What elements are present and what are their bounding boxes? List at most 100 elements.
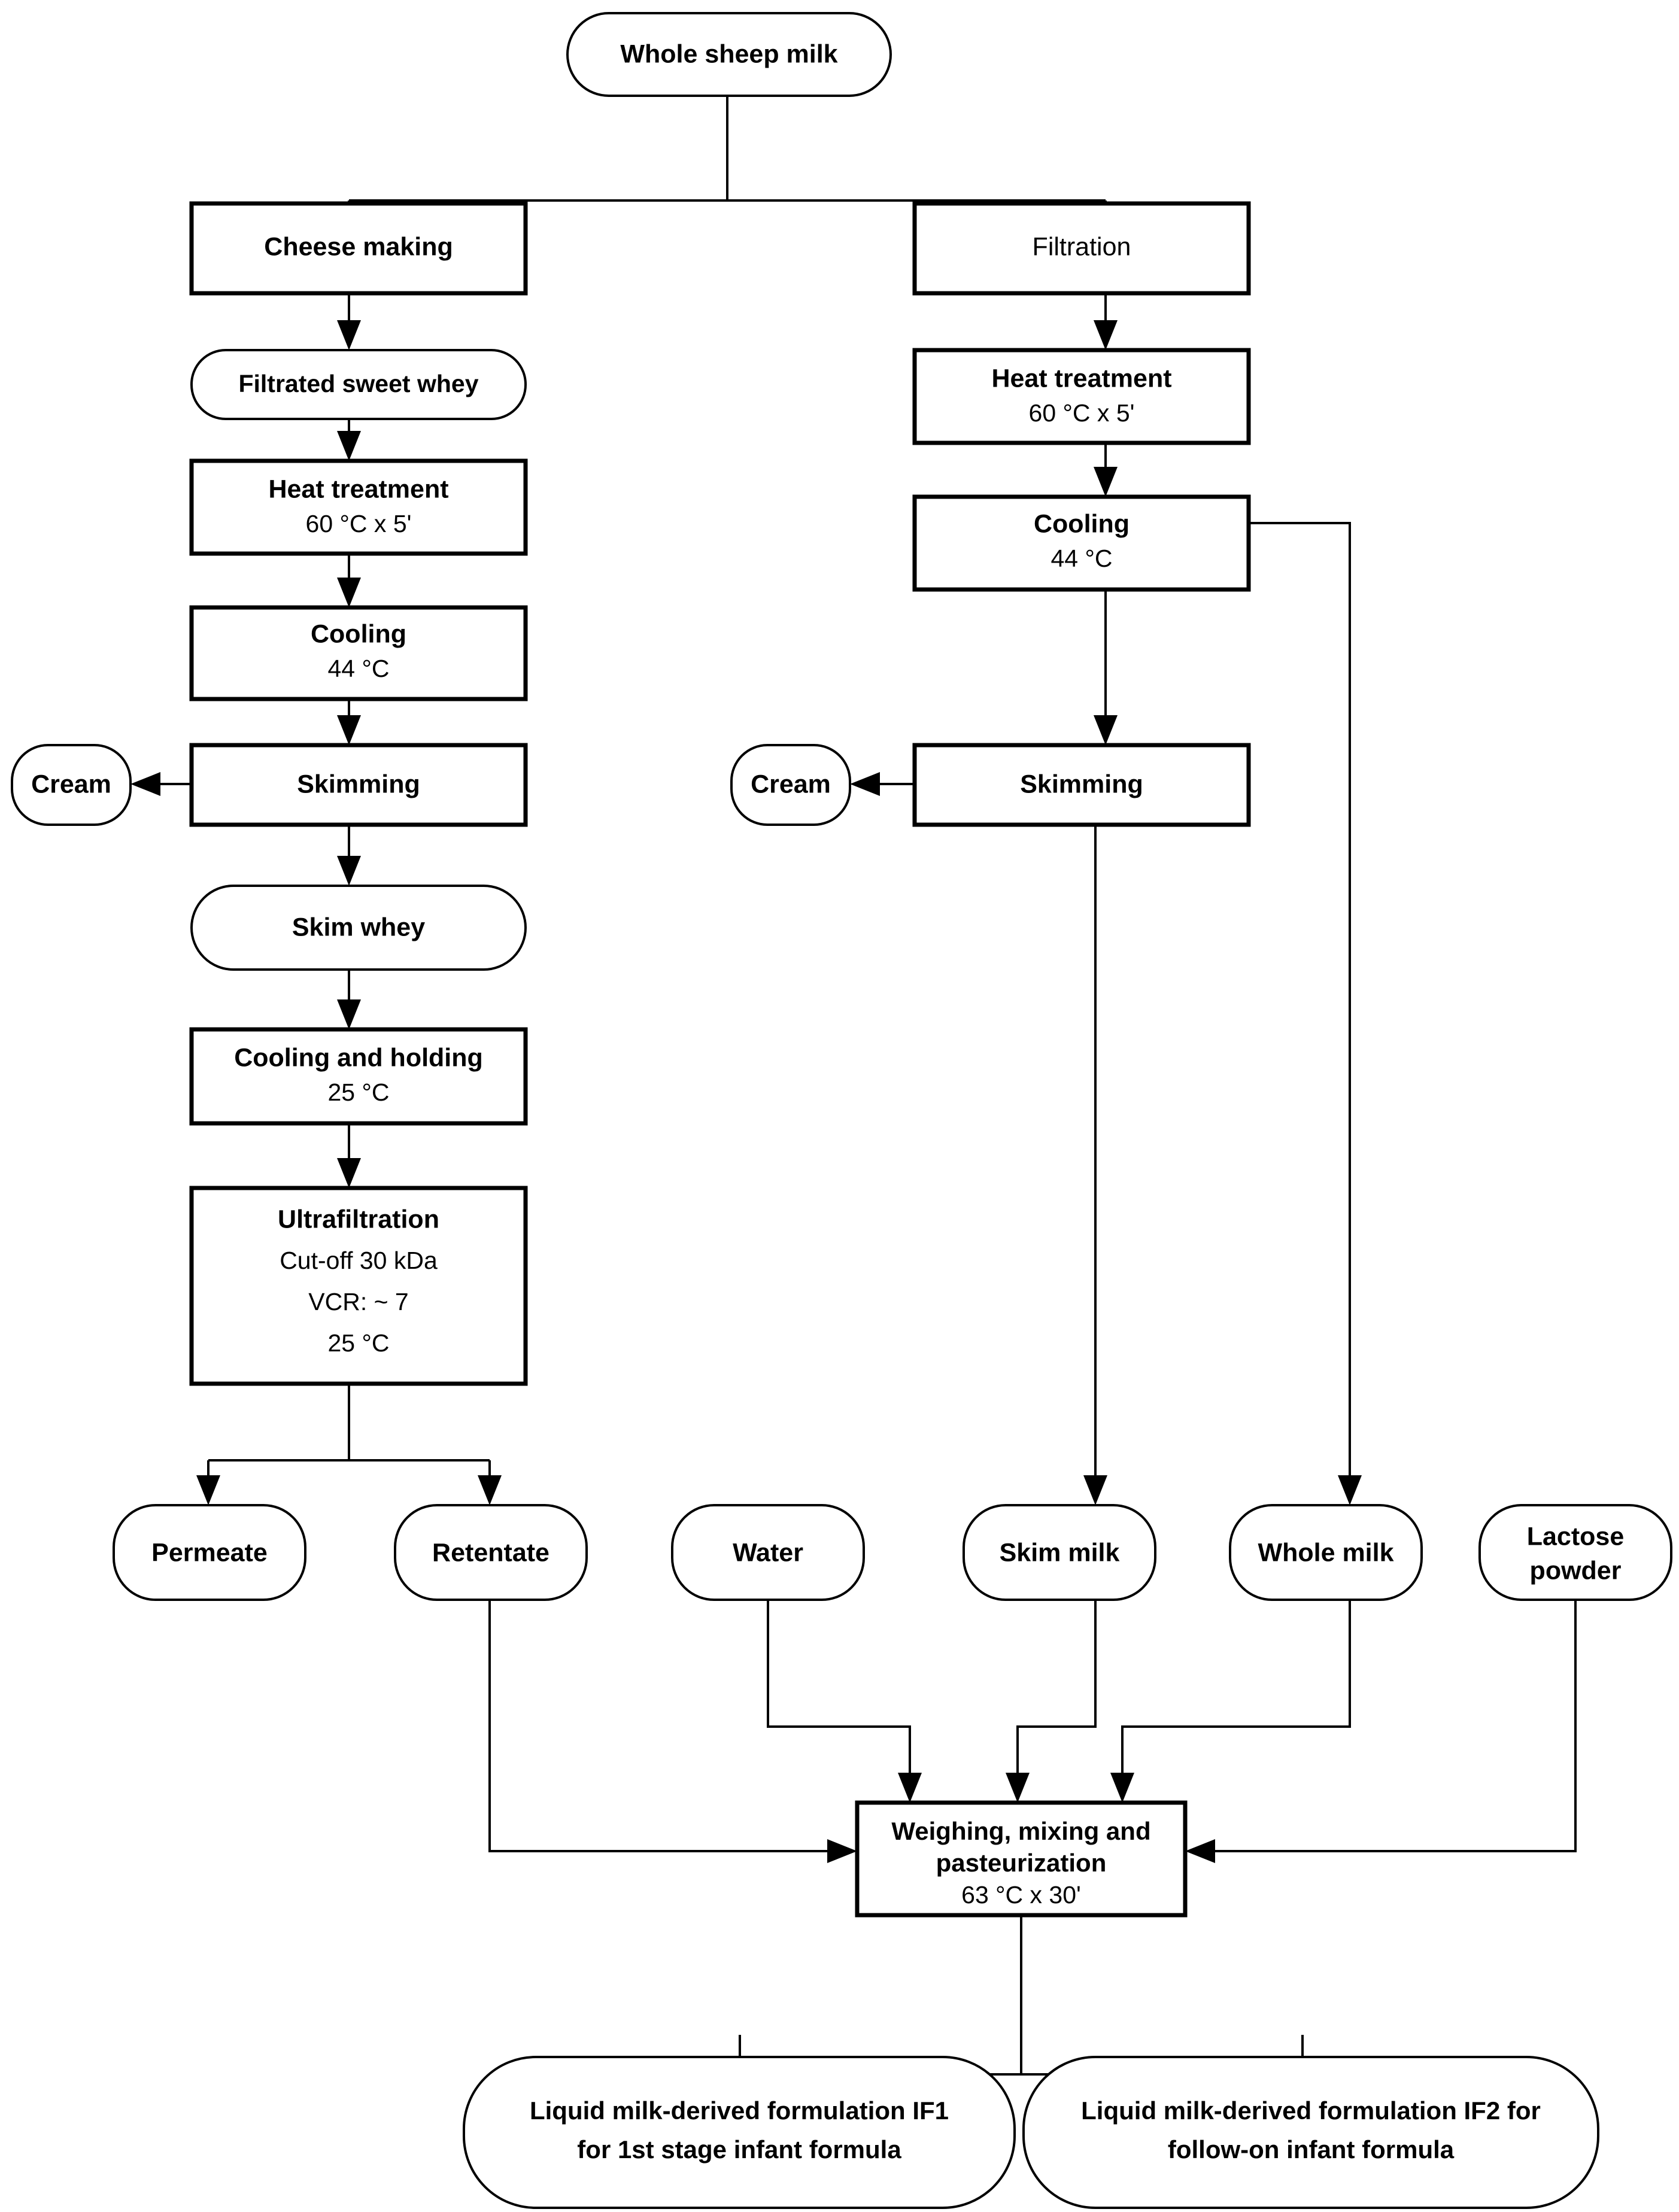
node-skimming-left[interactable]: Skimming <box>189 743 528 827</box>
arrowhead-to-filtrated-sweet-whey <box>337 320 361 350</box>
retentate-shape[interactable] <box>394 1504 588 1601</box>
lactose-powder-shape[interactable] <box>1478 1504 1672 1601</box>
weighing-mixing-label-line1: Weighing, mixing and <box>891 1817 1150 1845</box>
cream-right-shape[interactable] <box>730 744 851 826</box>
lactose-powder-label-line1: Lactose <box>1527 1522 1625 1551</box>
cooling-and-holding-label: Cooling and holding <box>234 1043 483 1072</box>
cooling-right-sublabel: 44 °C <box>1050 545 1112 572</box>
node-retentate[interactable]: Retentate <box>394 1504 588 1601</box>
edge-cooling-right-to-whole-milk <box>1249 522 1351 1487</box>
if1-shape[interactable] <box>463 2056 1016 2209</box>
node-heat-treatment-left[interactable]: Heat treatment 60 °C x 5' <box>189 458 528 556</box>
heat-treatment-left-sublabel: 60 °C x 5' <box>306 510 412 537</box>
arrowhead-water-into-weighing <box>898 1773 922 1803</box>
node-cooling-left[interactable]: Cooling 44 °C <box>189 605 528 701</box>
if2-label-line2: follow-on infant formula <box>1168 2135 1455 2164</box>
node-skim-whey[interactable]: Skim whey <box>190 885 527 971</box>
arrowhead-to-permeate <box>196 1475 220 1505</box>
node-if2[interactable]: Liquid milk-derived formulation IF2 for … <box>1022 2056 1599 2209</box>
cooling-and-holding-shape[interactable] <box>189 1027 528 1126</box>
permeate-label: Permeate <box>151 1538 268 1567</box>
filtration-shape[interactable] <box>912 201 1251 296</box>
cooling-left-shape[interactable] <box>189 605 528 701</box>
arrowhead-skim-milk-into-weighing <box>1006 1773 1030 1803</box>
cooling-right-label: Cooling <box>1034 509 1130 538</box>
heat-treatment-right-shape[interactable] <box>912 348 1251 445</box>
arrowhead-lactose-into-weighing <box>1185 1839 1215 1863</box>
arrowhead-to-skim-whey <box>337 856 361 886</box>
arrowhead-retentate-into-weighing <box>827 1839 857 1863</box>
node-lactose-powder[interactable]: Lactose powder <box>1478 1504 1672 1601</box>
water-label: Water <box>733 1538 803 1567</box>
edge-water-to-weighing <box>767 1600 911 1783</box>
arrowhead-to-whole-milk <box>1338 1475 1362 1505</box>
edge-whole-milk-to-weighing <box>1121 1600 1351 1783</box>
skim-whey-shape[interactable] <box>190 885 527 971</box>
cream-left-label: Cream <box>31 770 111 798</box>
ultrafiltration-cutoff: Cut-off 30 kDa <box>280 1247 438 1274</box>
heat-treatment-left-shape[interactable] <box>189 458 528 556</box>
edge-whole-sheep-milk-split <box>348 96 1107 221</box>
weighing-mixing-shape[interactable] <box>855 1800 1188 1918</box>
retentate-label: Retentate <box>432 1538 549 1567</box>
ultrafiltration-temperature: 25 °C <box>327 1329 389 1357</box>
heat-treatment-right-sublabel: 60 °C x 5' <box>1029 399 1135 427</box>
cream-left-shape[interactable] <box>11 744 132 826</box>
cooling-left-sublabel: 44 °C <box>327 655 389 682</box>
whole-milk-shape[interactable] <box>1229 1504 1423 1601</box>
permeate-shape[interactable] <box>113 1504 306 1601</box>
arrowhead-whole-milk-into-weighing <box>1110 1773 1134 1803</box>
weighing-mixing-label-line2: pasteurization <box>936 1849 1107 1877</box>
ultrafiltration-label: Ultrafiltration <box>278 1205 439 1233</box>
whole-sheep-milk-shape[interactable] <box>566 12 892 97</box>
filtration-label: Filtration <box>1033 232 1131 261</box>
heat-treatment-right-label: Heat treatment <box>991 364 1171 393</box>
skim-milk-shape[interactable] <box>963 1504 1156 1601</box>
node-filtration[interactable]: Filtration <box>912 201 1251 296</box>
node-cream-right[interactable]: Cream <box>730 744 851 826</box>
edge-retentate-to-weighing <box>488 1600 838 1852</box>
arrowhead-to-cooling-left <box>337 578 361 607</box>
node-ultrafiltration[interactable]: Ultrafiltration Cut-off 30 kDa VCR: ~ 7 … <box>189 1186 528 1386</box>
if1-label-line1: Liquid milk-derived formulation IF1 <box>530 2096 949 2125</box>
weighing-mixing-sublabel: 63 °C x 30' <box>961 1881 1081 1909</box>
lactose-powder-label-line2: powder <box>1530 1556 1622 1585</box>
node-heat-treatment-right[interactable]: Heat treatment 60 °C x 5' <box>912 348 1251 445</box>
node-permeate[interactable]: Permeate <box>113 1504 306 1601</box>
node-weighing-mixing-pasteurization[interactable]: Weighing, mixing and pasteurization 63 °… <box>855 1800 1188 1918</box>
filtrated-sweet-whey-shape[interactable] <box>190 349 527 420</box>
node-cooling-right[interactable]: Cooling 44 °C <box>912 494 1251 592</box>
node-cooling-and-holding[interactable]: Cooling and holding 25 °C <box>189 1027 528 1126</box>
node-whole-sheep-milk[interactable]: Whole sheep milk <box>566 12 892 97</box>
skim-milk-label: Skim milk <box>1000 1538 1120 1567</box>
cream-right-label: Cream <box>751 770 831 798</box>
node-filtrated-sweet-whey[interactable]: Filtrated sweet whey <box>190 349 527 420</box>
arrowhead-to-skim-milk <box>1083 1475 1107 1505</box>
skim-whey-label: Skim whey <box>292 913 425 941</box>
cooling-right-shape[interactable] <box>912 494 1251 592</box>
skimming-left-shape[interactable] <box>189 743 528 827</box>
node-if1[interactable]: Liquid milk-derived formulation IF1 for … <box>463 2056 1016 2209</box>
arrowhead-to-retentate <box>478 1475 502 1505</box>
cheese-making-shape[interactable] <box>189 201 528 296</box>
node-cheese-making[interactable]: Cheese making <box>189 201 528 296</box>
node-whole-milk[interactable]: Whole milk <box>1229 1504 1423 1601</box>
ultrafiltration-shape[interactable] <box>189 1186 528 1386</box>
node-water[interactable]: Water <box>671 1504 865 1601</box>
skimming-right-shape[interactable] <box>912 743 1251 827</box>
heat-treatment-left-label: Heat treatment <box>268 475 448 503</box>
arrowhead-to-skimming-right <box>1094 715 1118 745</box>
skimming-left-label: Skimming <box>297 770 420 798</box>
arrowhead-to-heat-treatment-right <box>1094 320 1118 350</box>
node-skimming-right[interactable]: Skimming <box>912 743 1251 827</box>
water-shape[interactable] <box>671 1504 865 1601</box>
edge-weighing-split <box>739 1915 1304 2076</box>
node-skim-milk[interactable]: Skim milk <box>963 1504 1156 1601</box>
if2-shape[interactable] <box>1022 2056 1599 2209</box>
ultrafiltration-vcr: VCR: ~ 7 <box>308 1288 408 1315</box>
edge-layer <box>130 96 1577 2092</box>
node-cream-left[interactable]: Cream <box>11 744 132 826</box>
arrowhead-to-ultrafiltration <box>337 1158 361 1188</box>
